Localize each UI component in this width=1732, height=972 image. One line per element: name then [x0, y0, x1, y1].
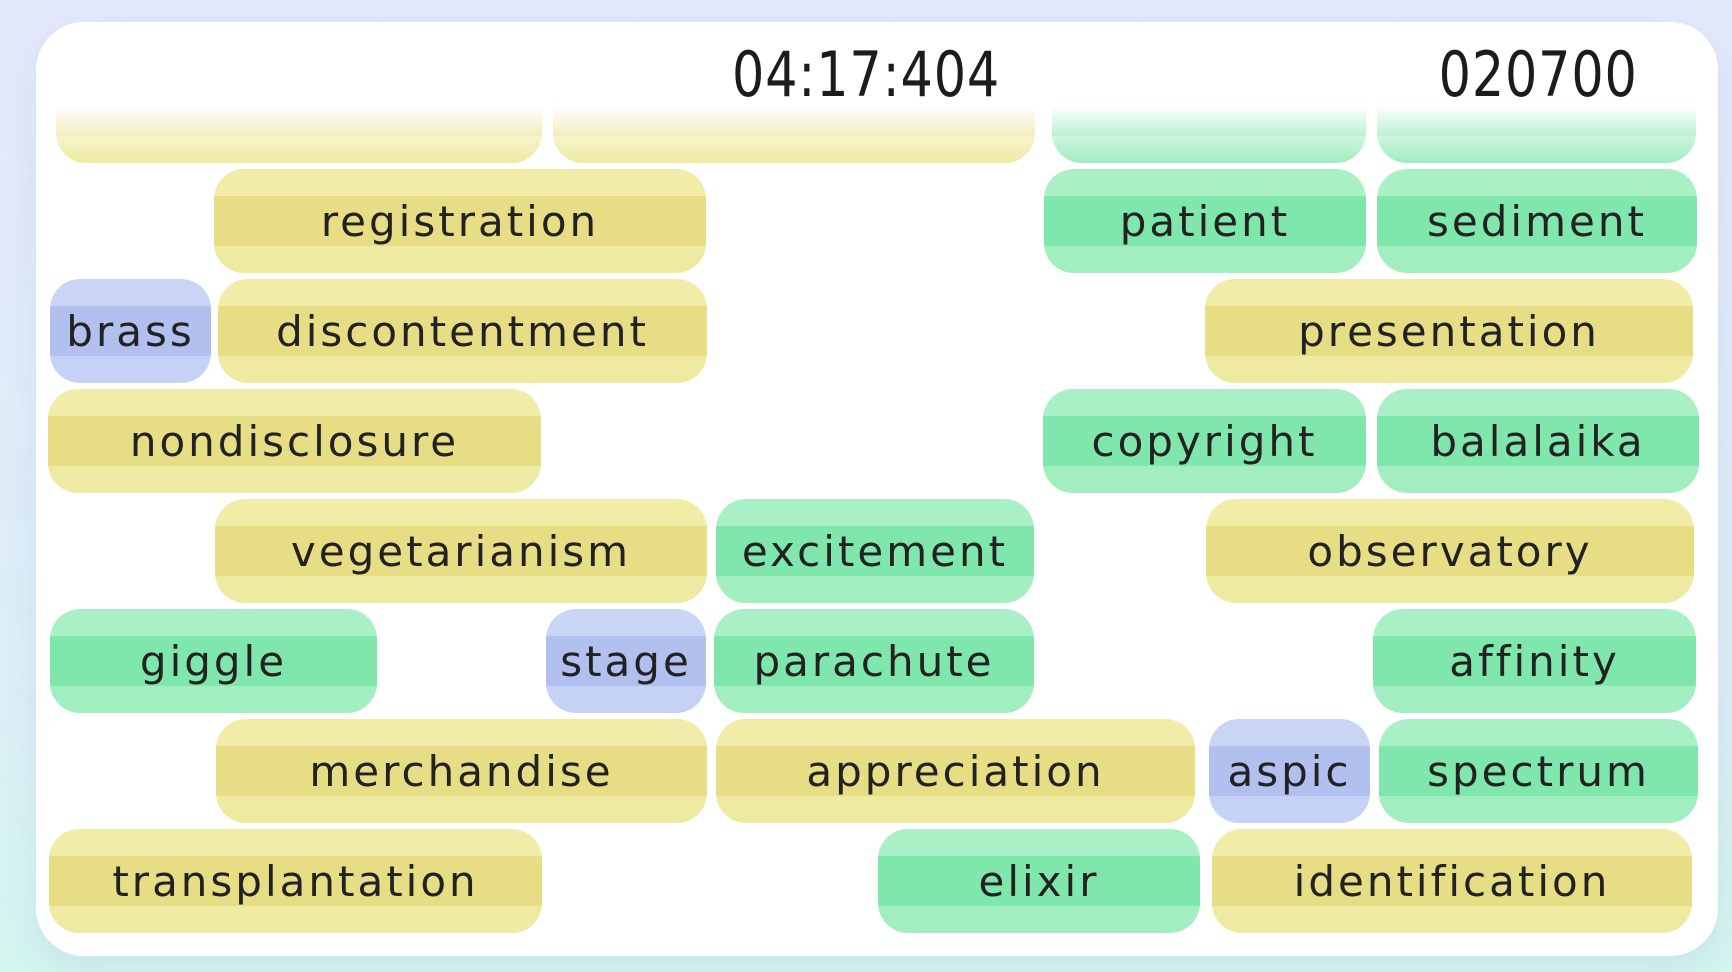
- word-pill-merchandise[interactable]: merchandise: [216, 719, 707, 823]
- word-pill-transplantation[interactable]: transplantation: [49, 829, 542, 933]
- word-pill-patient[interactable]: patient: [1044, 169, 1366, 273]
- timer-display: 04:17:404: [731, 38, 1001, 111]
- word-pill-balalaika[interactable]: balalaika: [1377, 389, 1699, 493]
- word-pill-registration[interactable]: registration: [214, 169, 706, 273]
- word-pill-observatory[interactable]: observatory: [1206, 499, 1694, 603]
- score-display: 020700: [1438, 38, 1638, 111]
- word-pill-parachute[interactable]: parachute: [714, 609, 1034, 713]
- word-pill-vegetarianism[interactable]: vegetarianism: [215, 499, 707, 603]
- word-pill-stage[interactable]: stage: [546, 609, 706, 713]
- word-pill-discontentment[interactable]: discontentment: [218, 279, 707, 383]
- word-pill-nondisclosure[interactable]: nondisclosure: [48, 389, 541, 493]
- word-pill-aspic[interactable]: aspic: [1209, 719, 1370, 823]
- word-pill-copyright[interactable]: copyright: [1043, 389, 1366, 493]
- word-pill-identification[interactable]: identification: [1212, 829, 1692, 933]
- word-pill-excitement[interactable]: excitement: [716, 499, 1034, 603]
- word-pill-sediment[interactable]: sediment: [1377, 169, 1697, 273]
- word-pill-affinity[interactable]: affinity: [1373, 609, 1696, 713]
- word-pill-brass[interactable]: brass: [50, 279, 211, 383]
- word-pill-elixir[interactable]: elixir: [878, 829, 1200, 933]
- word-pill-presentation[interactable]: presentation: [1205, 279, 1693, 383]
- word-pill-giggle[interactable]: giggle: [50, 609, 377, 713]
- word-pill-appreciation[interactable]: appreciation: [716, 719, 1195, 823]
- word-pill-spectrum[interactable]: spectrum: [1379, 719, 1698, 823]
- top-fade-overlay: [36, 22, 1718, 162]
